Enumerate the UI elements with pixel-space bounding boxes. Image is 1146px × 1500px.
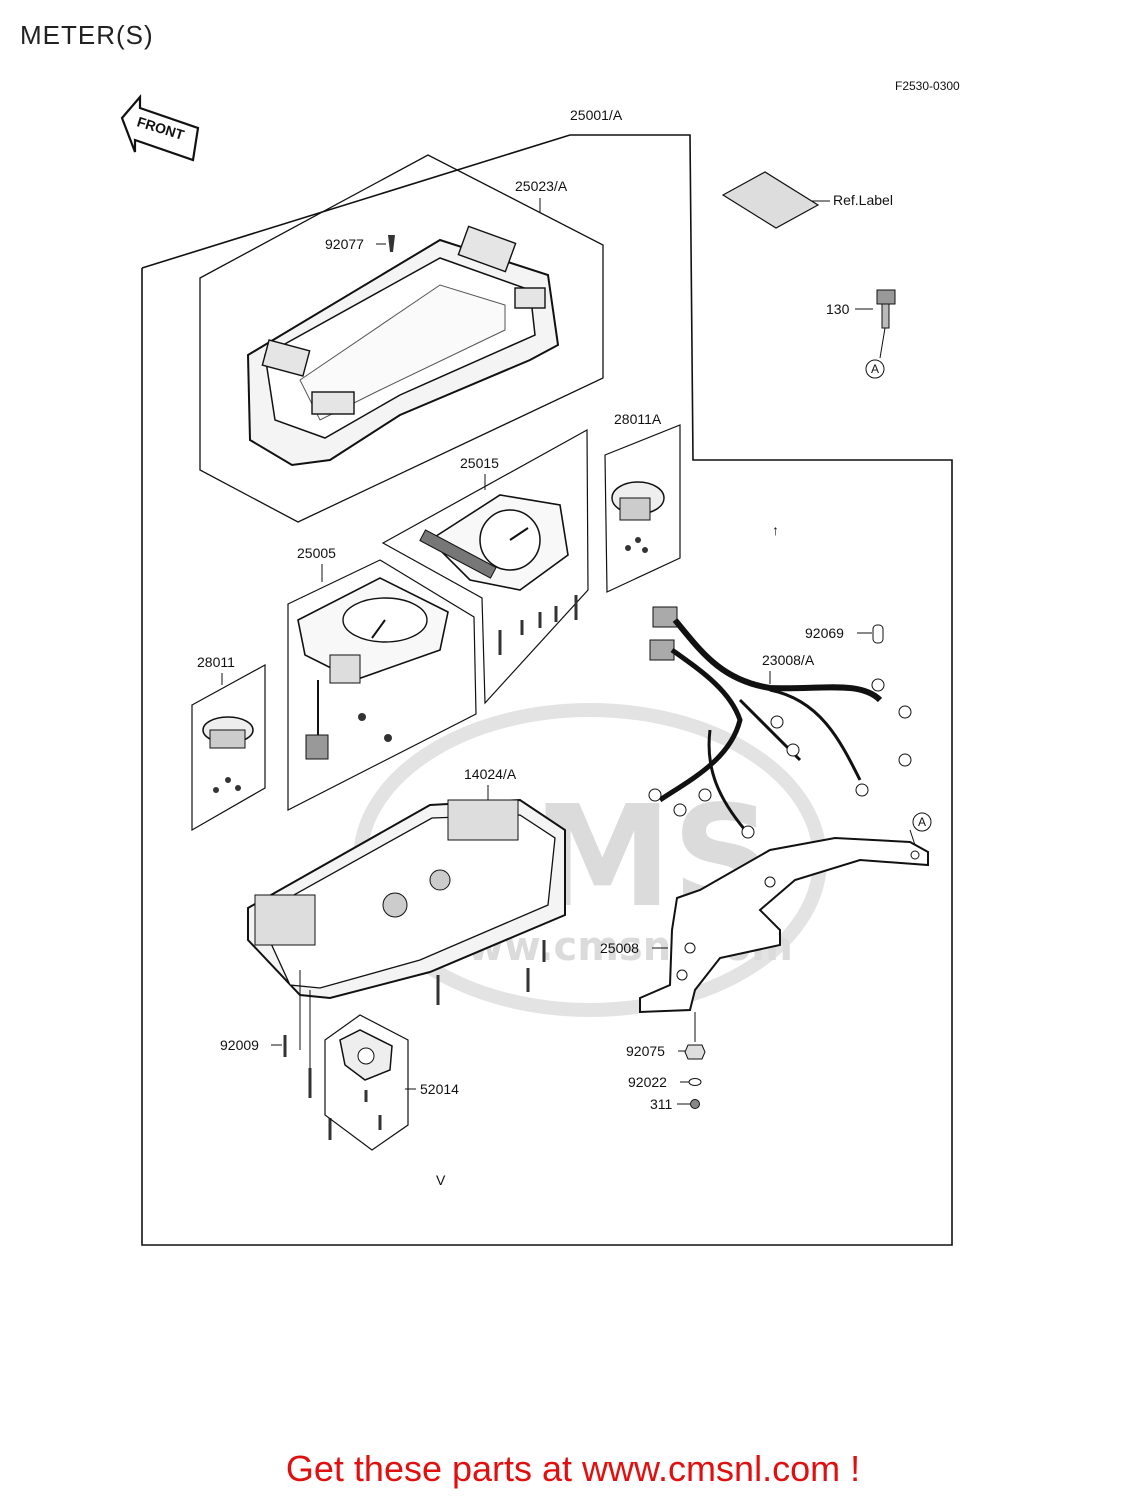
part-130-group: 130 A (826, 289, 896, 379)
part-25005-group: 25005 (287, 545, 477, 811)
assembly-outline (141, 134, 953, 1246)
part-25015-group: 25015 (381, 428, 589, 705)
part-25023-label: 25023/A (515, 178, 568, 194)
part-92075-label: 92075 (626, 1043, 665, 1059)
part-28011a-label: 28011A (614, 411, 662, 427)
footer-cta[interactable]: Get these parts at www.cmsnl.com ! (285, 1448, 861, 1489)
part-25008-group: A 25008 (600, 812, 932, 1014)
part-52014-label: 52014 (420, 1081, 459, 1097)
page-title: METER(S) (20, 20, 154, 50)
front-arrow-icon: FRONT (120, 94, 200, 162)
part-25008-label: 25008 (600, 940, 639, 956)
part-25001-label: 25001/A (570, 107, 623, 123)
part-92077-label: 92077 (325, 236, 364, 252)
front-label: FRONT (135, 113, 186, 143)
part-92009-label: 92009 (220, 1037, 259, 1053)
part-23008-group: 92069 23008/A (648, 606, 912, 839)
part-92069-label: 92069 (805, 625, 844, 641)
ref-label-group: Ref.Label (721, 171, 893, 229)
diagram-code: F2530-0300 (895, 79, 960, 93)
arrow-down-icon: V (436, 1172, 446, 1188)
part-14024-label: 14024/A (464, 766, 517, 782)
marker-a-label-bracket: A (918, 815, 926, 829)
part-130-label: 130 (826, 301, 850, 317)
part-14024-group: 14024/A (247, 766, 566, 1090)
part-28011-group: 28011 (191, 654, 266, 832)
fasteners-group: 92075 92022 311 (626, 1012, 706, 1112)
marker-a-label: A (871, 362, 879, 376)
part-28011-label: 28011 (197, 654, 235, 670)
part-25005-label: 25005 (297, 545, 336, 561)
part-52014-group: 52014 (324, 1014, 459, 1151)
arrow-up-icon: ↑ (772, 522, 779, 538)
ref-label-text: Ref.Label (833, 192, 893, 208)
part-23008-label: 23008/A (762, 652, 815, 668)
parts-diagram: CMS www.cmsnl.com FRONT F2530-0300 25001… (120, 79, 960, 1246)
part-92022-label: 92022 (628, 1074, 667, 1090)
part-25015-label: 25015 (460, 455, 499, 471)
part-311-label: 311 (650, 1096, 673, 1112)
part-92009-group: 92009 (220, 1035, 332, 1140)
part-25023-group: 25023/A 92077 (199, 154, 604, 523)
part-28011a-group: 28011A (604, 411, 681, 593)
screw-icon (388, 235, 395, 252)
